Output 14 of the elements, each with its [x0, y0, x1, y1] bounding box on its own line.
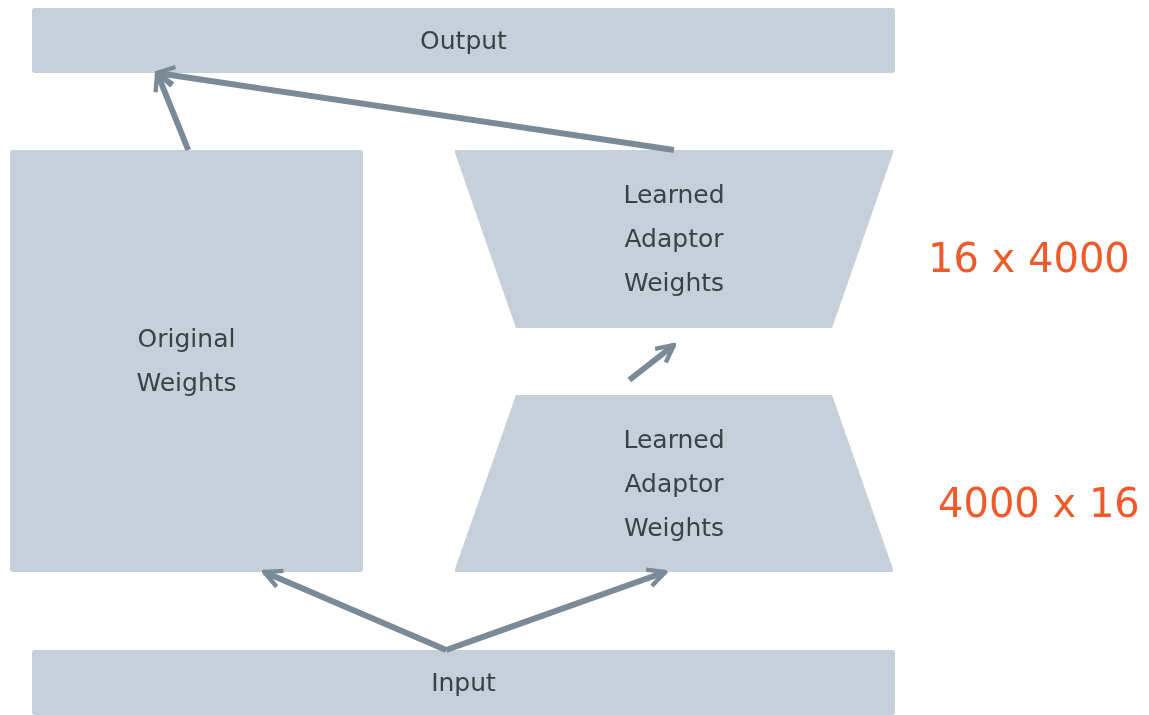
dimension-label: 4000 x 16	[938, 480, 1140, 526]
node-label: Learned Adaptor Weights	[622, 179, 726, 299]
node-label: Original Weights	[135, 323, 238, 399]
dimension-label: 16 x 4000	[928, 235, 1130, 281]
arrow	[627, 342, 677, 383]
node-label: Output	[420, 24, 507, 57]
process-box	[32, 8, 895, 73]
arrow	[445, 567, 668, 653]
arrow	[155, 64, 675, 153]
process-box	[32, 650, 895, 715]
arrow	[262, 568, 448, 653]
node-label: Learned Adaptor Weights	[622, 423, 726, 544]
node-label: Input	[431, 666, 496, 699]
process-box	[10, 150, 363, 572]
